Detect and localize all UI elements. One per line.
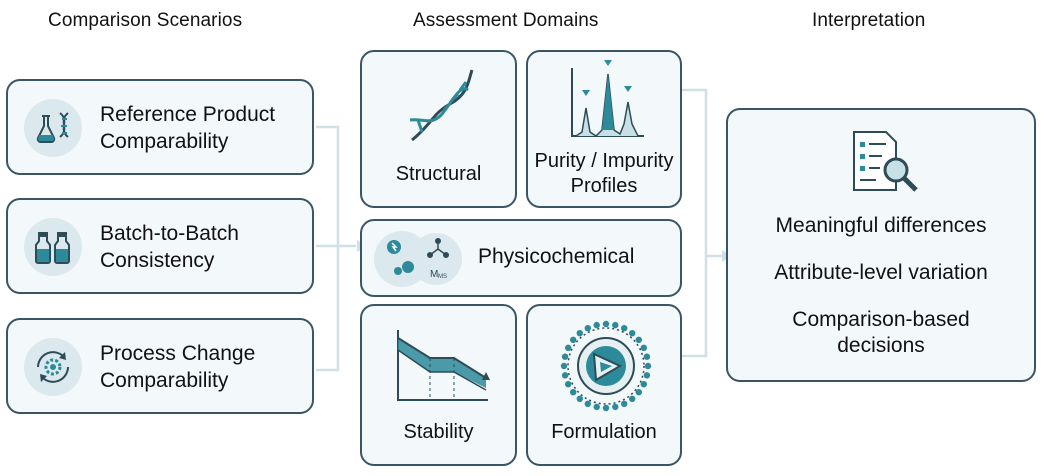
nanoparticle-corona-dot [561, 353, 569, 360]
nanoparticle-corona-dot [565, 344, 572, 351]
domain-label-formulation: Formulation [551, 421, 657, 443]
domain-card-physicochemical: M MS Physicochemical [360, 219, 682, 297]
domain-label-purity: Purity / Impurity Profiles [528, 149, 680, 199]
chromatogram-icon [571, 60, 644, 137]
report-magnifier-icon [853, 131, 918, 192]
nanoparticle-corona-dot [612, 321, 619, 329]
scenario-card-process-change: Process Change Comparability [6, 318, 314, 414]
nanoparticle-corona-dot [561, 372, 569, 379]
domain-card-structural: Structural [360, 50, 517, 208]
molecule-icon-subtext: MS [438, 274, 447, 280]
decline-chart-icon [397, 330, 490, 401]
scenario-label-line2: Comparability [100, 130, 229, 153]
interpretation-item-meaningful-differences: Meaningful differences [775, 214, 987, 237]
nanoparticle-corona-dot [570, 389, 577, 396]
scenario-card-batch-to-batch: Batch-to-Batch Consistency [6, 198, 314, 294]
nanoparticle-corona-dot [560, 362, 568, 370]
nanoparticle-corona-dot [584, 400, 591, 407]
domain-label-structural: Structural [395, 163, 482, 185]
nanoparticle-corona-dot [640, 381, 647, 388]
nanoparticle-corona-dot [643, 372, 651, 379]
nanoparticle-corona-dot [593, 321, 600, 329]
scenario-label-line2: Comparability [100, 369, 229, 392]
scenario-label-line2: Consistency [100, 249, 215, 272]
scenario-label-line1: Reference Product [100, 103, 276, 126]
scenario-label-line1: Process Change [100, 342, 256, 365]
nanoparticle-corona-dot [644, 362, 652, 370]
domain-label-physicochemical: Physicochemical [478, 245, 635, 268]
domain-card-purity: Purity / Impurity Profiles [526, 50, 682, 208]
domain-label-purity-line2: Profiles [570, 175, 638, 197]
domain-label-stability: Stability [403, 421, 474, 443]
gear-cycle-icon [24, 338, 82, 396]
nanoparticle-corona-dot [602, 404, 610, 412]
interpretation-item-comparison-based: Comparison-based [792, 308, 970, 331]
nanoparticle-corona-dot [602, 320, 610, 328]
flask-dna-icon [24, 99, 82, 157]
molecule-icon-text: M [430, 269, 438, 280]
scenario-label-line1: Batch-to-Batch [100, 222, 239, 245]
domain-label-purity-line1: Purity / Impurity [534, 150, 674, 172]
domains-column-title: Assessment Domains [413, 10, 599, 31]
interpretation-item-decisions: decisions [837, 334, 925, 357]
nanoparticle-corona-dot [629, 395, 636, 402]
nanoparticle-icon [560, 320, 652, 412]
nanoparticle-corona-dot [570, 336, 577, 343]
nanoparticle-corona-dot [635, 389, 642, 396]
molecule-icon: M MS [374, 231, 462, 287]
nanoparticle-corona-dot [565, 381, 572, 388]
interpretation-card: Meaningful differences Attribute-level v… [726, 108, 1036, 382]
domain-card-formulation: Formulation [526, 304, 682, 466]
nanoparticle-corona-dot [593, 403, 600, 411]
nanoparticle-corona-dot [629, 330, 636, 337]
nanoparticle-corona-dot [576, 330, 583, 337]
domain-card-stability: Stability [360, 304, 517, 466]
dna-helix-icon [409, 69, 474, 142]
interpretation-item-attribute-variation: Attribute-level variation [774, 261, 988, 284]
nanoparticle-corona-dot [621, 400, 628, 407]
nanoparticle-corona-dot [576, 395, 583, 402]
interpretation-column-title: Interpretation [812, 10, 926, 31]
scenario-card-reference-product: Reference Product Comparability [6, 79, 314, 175]
nanoparticle-corona-dot [635, 336, 642, 343]
nanoparticle-corona-dot [584, 325, 591, 332]
nanoparticle-corona-dot [640, 344, 647, 351]
nanoparticle-corona-dot [621, 325, 628, 332]
nanoparticle-corona-dot [612, 403, 619, 411]
scenarios-column-title: Comparison Scenarios [48, 10, 243, 31]
nanoparticle-corona-dot [643, 353, 651, 360]
vials-icon [24, 218, 82, 276]
